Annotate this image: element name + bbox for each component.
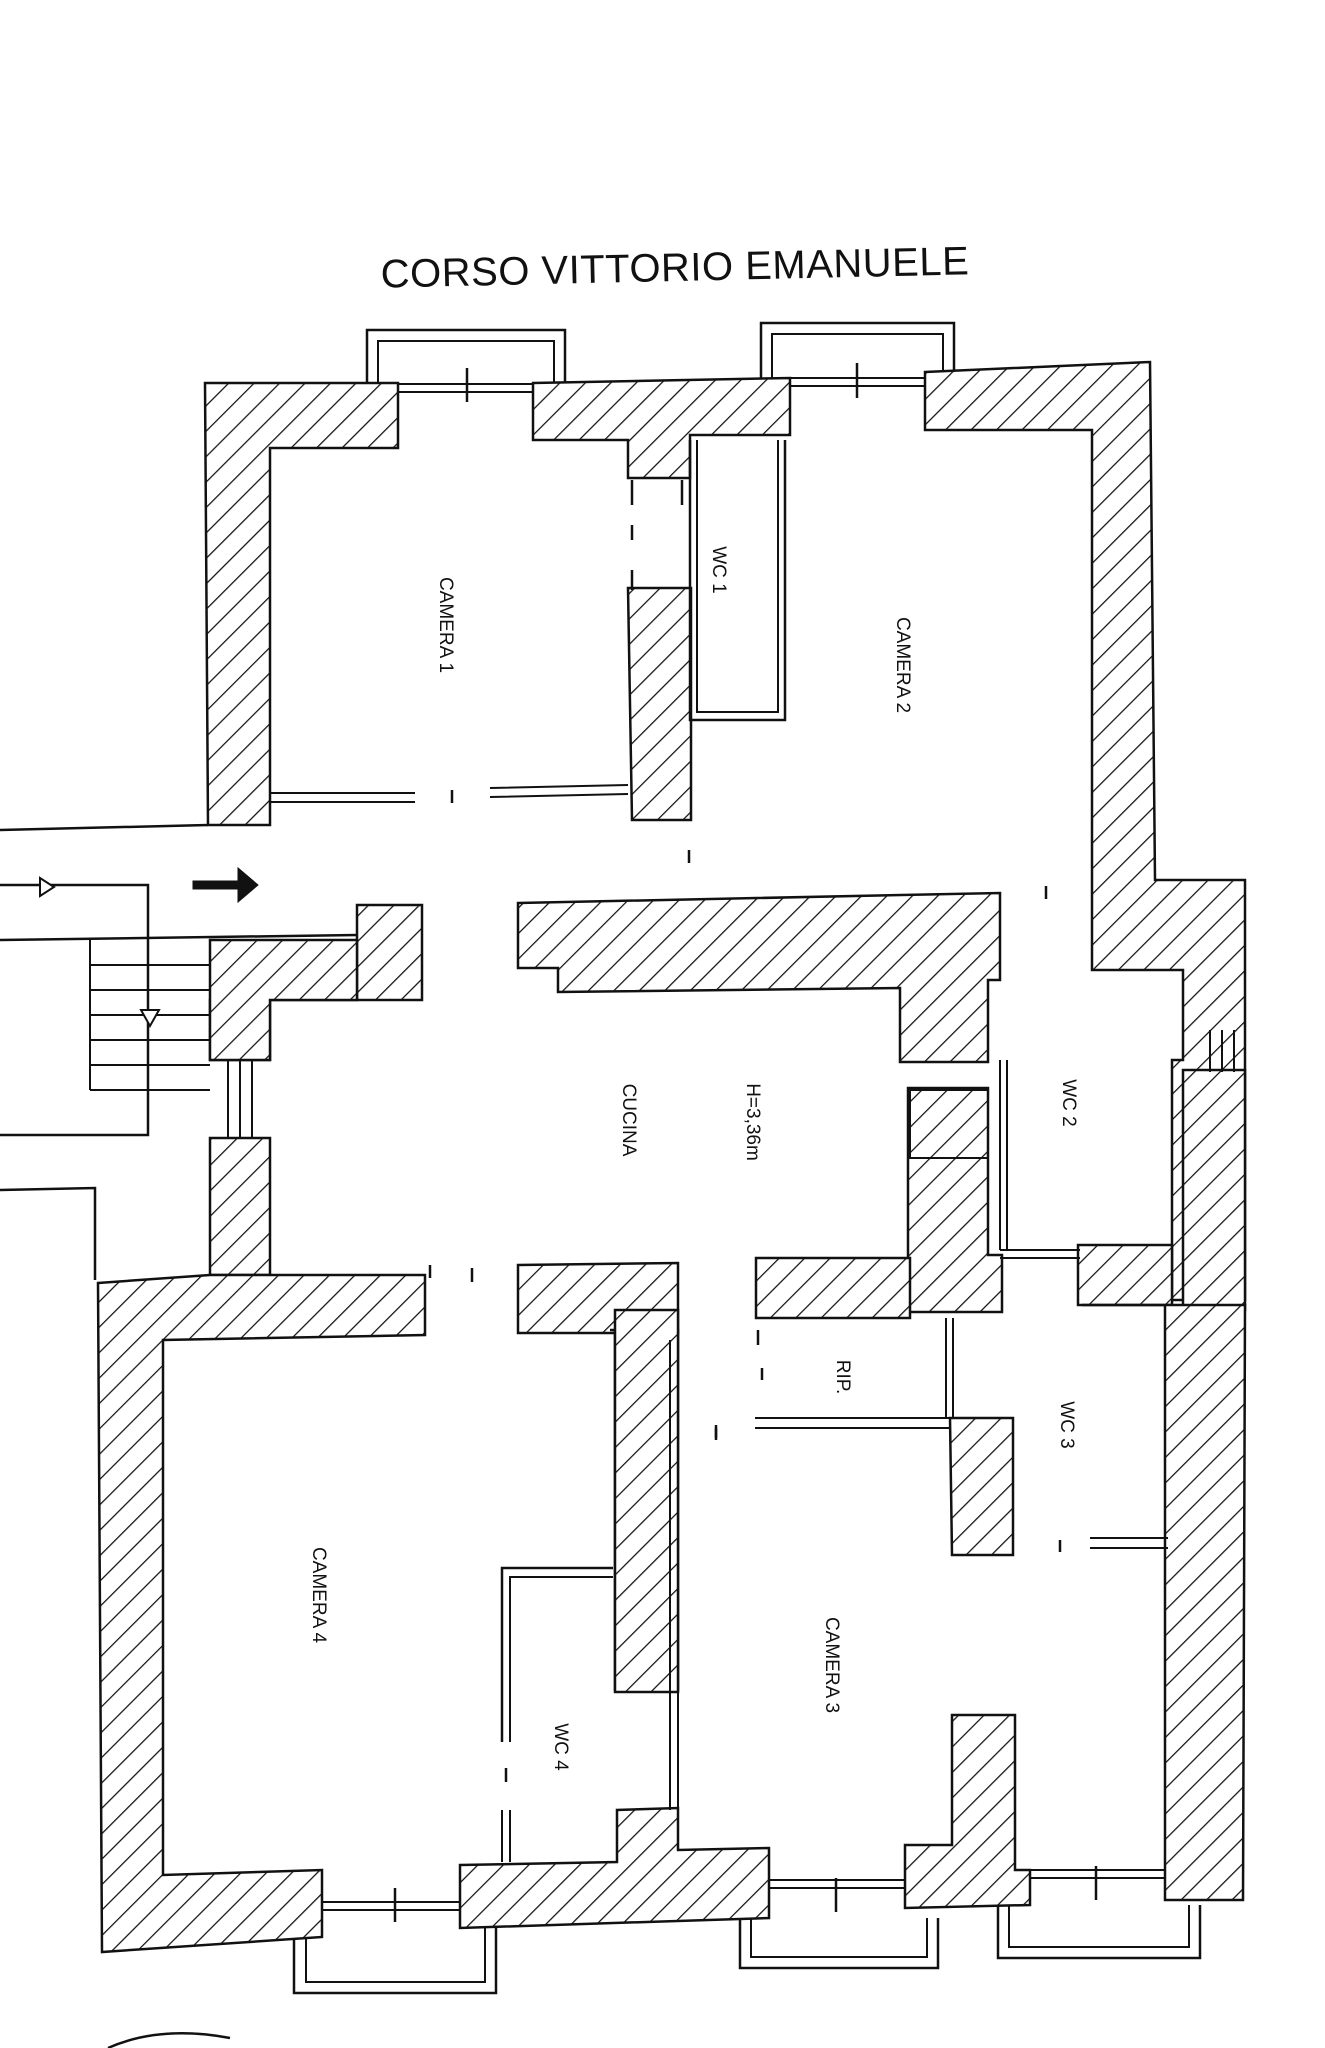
staircase — [0, 823, 1235, 1280]
room-label-cucina: CUCINA — [618, 1083, 639, 1157]
room-label-camera-2: CAMERA 2 — [892, 616, 913, 714]
entrance-arrow-icon — [192, 866, 259, 904]
room-label-camera-1: CAMERA 1 — [435, 576, 456, 674]
room-label-wc-2: WC 2 — [1058, 1079, 1079, 1127]
window-openings — [323, 377, 1165, 1911]
page-fragment — [107, 2032, 231, 2048]
balcony-camera-3a — [738, 1878, 940, 1970]
room-label-wc-1: WC 1 — [708, 546, 729, 594]
room-label-camera-3: CAMERA 3 — [821, 1616, 842, 1714]
stair-triangle-icon — [39, 876, 56, 898]
room-label-wc-3: WC 3 — [1056, 1401, 1077, 1449]
balcony-camera-3b — [996, 1866, 1202, 1960]
partitions — [270, 440, 1168, 1862]
room-label-camera-4: CAMERA 4 — [308, 1546, 329, 1644]
room-label-wc-4: WC 4 — [550, 1723, 571, 1771]
balcony-camera-2 — [759, 321, 956, 398]
balcony-camera-4 — [292, 1888, 498, 1995]
walls — [96, 360, 1247, 1954]
stair-triangle-icon — [139, 1009, 161, 1029]
room-label-ripostiglio: RIP. — [832, 1359, 853, 1395]
ceiling-height-label: H=3,36m — [742, 1083, 763, 1161]
